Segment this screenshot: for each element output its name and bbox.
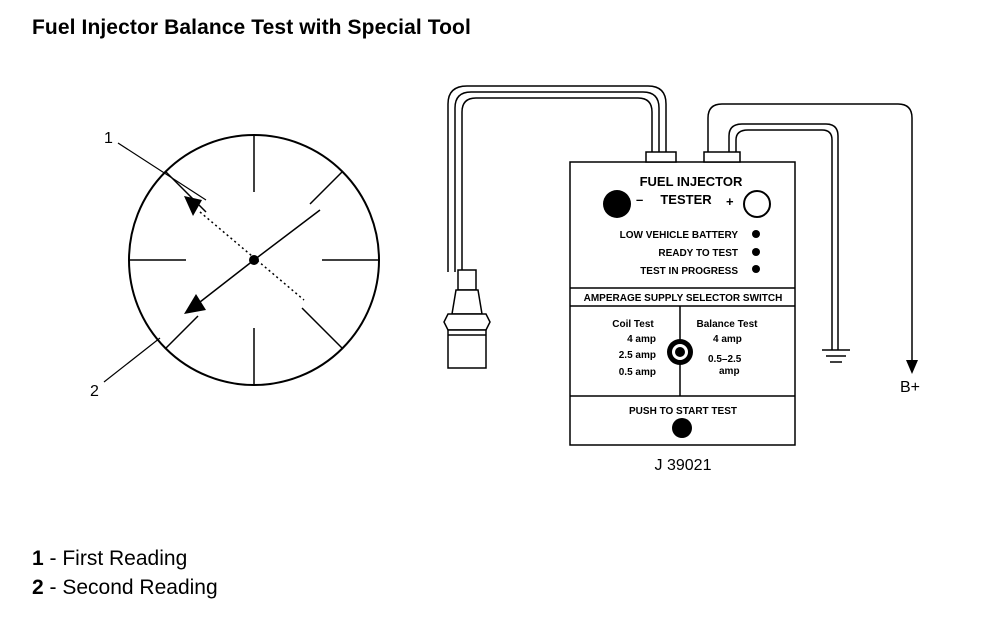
plus-sign: +: [726, 194, 734, 209]
injector-connector: [443, 269, 491, 369]
balance-option-4: 4 amp: [713, 334, 742, 345]
arrow-first-reading-icon: [184, 196, 202, 216]
coil-option-2-5: 2.5 amp: [619, 350, 656, 361]
balance-option-range: 0.5–2.5: [708, 354, 742, 365]
callout-1: 1: [104, 130, 113, 147]
indicator-ready: READY TO TEST: [658, 248, 738, 259]
connector-cable: [447, 85, 667, 272]
tester-name-line1: FUEL INJECTOR: [640, 174, 743, 189]
arrow-second-reading-icon: [184, 294, 206, 314]
start-test-button[interactable]: [672, 418, 692, 438]
positive-terminal: [743, 190, 771, 218]
part-number: J 39021: [655, 457, 712, 474]
legend-item-1: 1 - First Reading: [32, 547, 187, 571]
legend-item-2: 2 - Second Reading: [32, 576, 218, 600]
needle-second-reading: [199, 259, 255, 303]
led-low-battery: [752, 230, 760, 238]
coil-option-0-5: 0.5 amp: [619, 367, 656, 378]
callout-2: 2: [90, 383, 99, 400]
ground-lead: [707, 103, 913, 363]
led-in-progress: [752, 265, 760, 273]
indicator-in-progress: TEST IN PROGRESS: [640, 266, 738, 277]
coil-option-4: 4 amp: [627, 334, 656, 345]
legend-sep-1: -: [43, 547, 63, 570]
legend-sep-2: -: [43, 576, 63, 599]
push-to-start-label: PUSH TO START TEST: [629, 406, 737, 417]
b-plus-label: B+: [900, 379, 920, 396]
legend-text-2: Second Reading: [62, 576, 218, 599]
page-title: Fuel Injector Balance Test with Special …: [32, 16, 471, 39]
legend-text-1: First Reading: [62, 547, 188, 570]
selector-knob[interactable]: [667, 339, 693, 365]
negative-terminal: [603, 190, 631, 218]
legend-num-2: 2: [32, 576, 44, 599]
selector-header: AMPERAGE SUPPLY SELECTOR SWITCH: [584, 293, 783, 304]
legend-num-1: 1: [32, 547, 44, 570]
led-ready: [752, 248, 760, 256]
gauge-pivot: [249, 255, 259, 265]
gauge: [128, 134, 380, 386]
balance-option-unit: amp: [719, 366, 740, 377]
minus-sign: –: [636, 192, 643, 207]
indicator-low-battery: LOW VEHICLE BATTERY: [620, 230, 739, 241]
b-plus-arrow-icon: [906, 360, 918, 374]
gauge-ticks: [129, 135, 379, 385]
coil-test-label: Coil Test: [612, 319, 654, 330]
balance-test-label: Balance Test: [697, 319, 759, 330]
tester-name-line2: TESTER: [660, 192, 712, 207]
